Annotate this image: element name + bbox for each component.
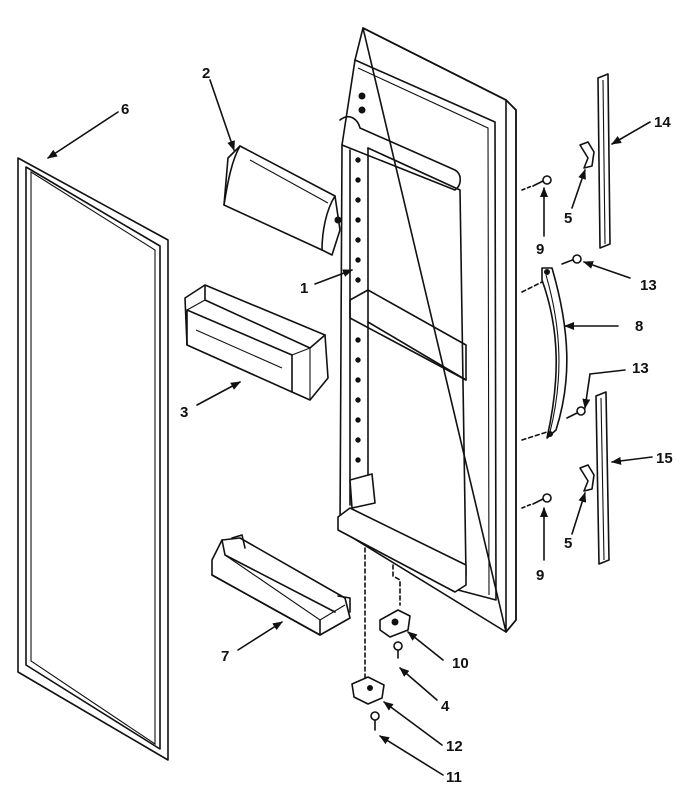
part-dairy-door: [223, 145, 342, 256]
callout-9-lower: 9: [536, 567, 544, 584]
callout-2: 2: [202, 65, 210, 82]
part-handle: [521, 267, 568, 441]
part-trim-14: [597, 73, 611, 249]
part-screw-13-lower: [566, 406, 586, 419]
door-shelf-holes: [355, 157, 361, 463]
callout-14: 14: [654, 114, 671, 131]
leader-lines: [47, 79, 653, 776]
part-door-gasket: [17, 157, 169, 761]
callout-11: 11: [446, 769, 462, 786]
callout-8: 8: [635, 318, 643, 335]
callout-labels: 6 2 3 1 7 10 4 12 11 9 9 5 5 8 13 13 14 …: [121, 65, 673, 786]
part-clip-5-upper: [579, 141, 595, 169]
callout-15: 15: [656, 450, 673, 467]
part-clip-5-lower: [579, 464, 595, 492]
part-lower-door-bin: [211, 534, 351, 636]
part-screw-9-upper: [521, 175, 552, 191]
callout-6: 6: [121, 101, 129, 118]
callout-10: 10: [452, 655, 469, 672]
callout-13-upper: 13: [640, 277, 657, 294]
part-screw-13-upper: [561, 254, 582, 265]
part-screw-9-lower: [521, 493, 552, 509]
callout-9-upper: 9: [536, 241, 544, 258]
callout-13-lower: 13: [632, 360, 649, 377]
part-screw-4: [393, 641, 403, 659]
part-door-bin: [184, 284, 329, 401]
callout-7: 7: [221, 648, 229, 665]
callout-3: 3: [180, 404, 188, 421]
part-trim-15: [595, 391, 610, 565]
callout-12: 12: [446, 738, 463, 755]
alignment-lines: [364, 547, 401, 681]
callout-4: 4: [441, 698, 450, 715]
part-screw-11: [370, 711, 380, 731]
part-hinge-10: [379, 609, 411, 638]
callout-5-upper: 5: [564, 210, 572, 227]
callout-5-lower: 5: [564, 535, 572, 552]
part-hinge-12: [351, 676, 385, 705]
callout-1: 1: [300, 280, 308, 297]
part-door-assembly: [337, 27, 517, 633]
